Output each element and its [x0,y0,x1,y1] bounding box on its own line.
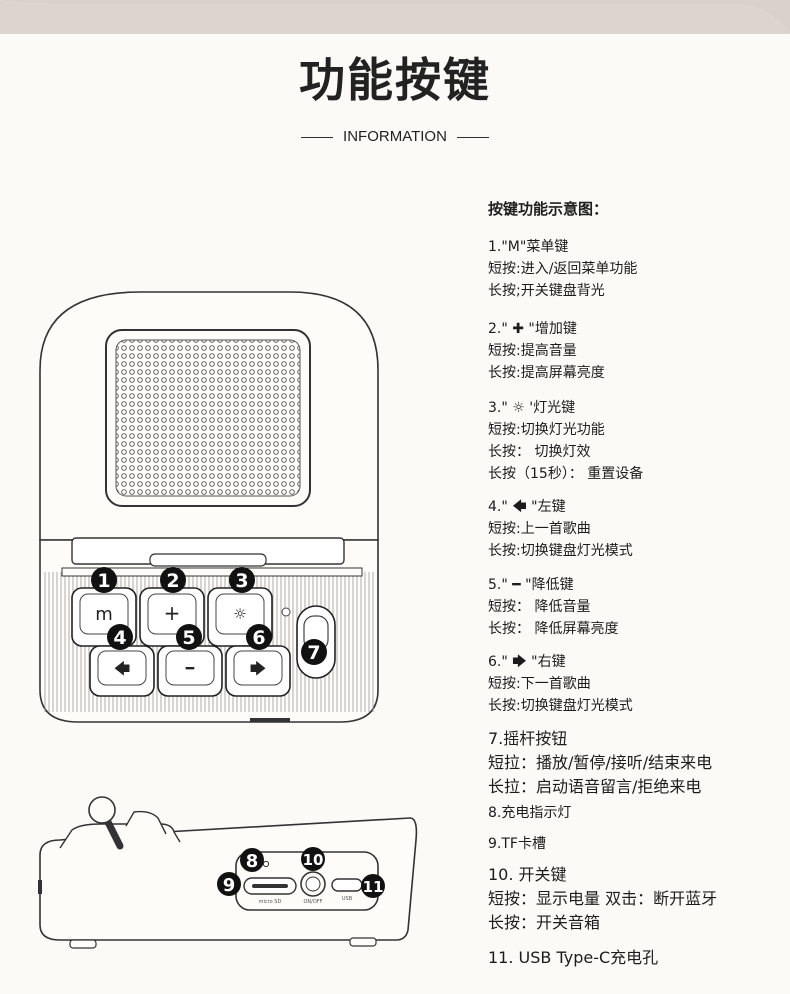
legend-5-line-1: 5." ━ "降低键 [488,577,574,593]
legend-item-9: 9.TF卡槽 [488,833,788,855]
legend-6-line-3: 长按:切换键盘灯光模式 [488,698,633,714]
key-5-symbol: ━ [185,661,195,677]
legend-item-5: 5." ━ "降低键 短按： 降低音量 长按： 降低屏幕亮度 [488,574,788,640]
indicator-dot [281,607,291,617]
legend-7-line-1: 7.摇杆按钮 [488,729,568,748]
marker-8: 8 [240,848,264,872]
device-illustration: m + ☼ 🡄 ━ 🡆 [38,291,418,949]
usb-port-label: USB [342,896,353,902]
page-subtitle: INFORMATION [0,128,790,145]
legend-10-line-3: 长按：开关音箱 [488,913,601,932]
subtitle-text: INFORMATION [343,128,447,145]
top-banner-background [0,0,790,34]
legend-7-line-3: 长拉：启动语音留言/拒绝来电 [488,777,702,796]
legend-10-line-2: 短按：显示电量 双击：断开蓝牙 [488,889,718,908]
legend-item-6: 6." 🡆 "右键 短按:下一首歌曲 长按:切换键盘灯光模式 [488,651,788,717]
legend-5-line-2: 短按： 降低音量 [488,599,591,615]
key-5-minus: ━ [157,645,223,697]
svg-text:11: 11 [363,878,384,896]
svg-text:4: 4 [113,627,126,649]
power-port-label: ON/OFF [303,899,322,905]
subtitle-left-rule [301,136,334,138]
key-4-left: 🡄 [89,645,155,697]
svg-text:7: 7 [307,642,320,664]
legend-11-line-1: 11. USB Type-C充电孔 [488,948,659,967]
legend-item-7: 7.摇杆按钮 短拉：播放/暂停/接听/结束来电 长拉：启动语音留言/拒绝来电 [488,727,788,799]
svg-text:2: 2 [166,570,179,592]
device-side-view: micro SD ON/OFF USB [38,796,418,949]
legend-1-line-3: 长按;开关键盘背光 [488,283,605,299]
legend-item-3: 3." ☼ '灯光键 短按:切换灯光功能 长按： 切换灯效 长按（15秒）： 重… [488,397,788,485]
legend-4-line-2: 短按:上一首歌曲 [488,521,591,537]
legend-item-4: 4." 🡄 "左键 短按:上一首歌曲 长按:切换键盘灯光模式 [488,496,788,562]
legend-2-line-3: 长按:提高屏幕亮度 [488,365,605,381]
key-2-symbol: + [164,601,181,625]
legend-3-line-2: 短按:切换灯光功能 [488,422,605,438]
legend-2-line-2: 短按:提高音量 [488,343,577,359]
legend-item-11: 11. USB Type-C充电孔 [488,946,788,970]
key-1-symbol: m [95,604,113,625]
legend-6-line-1: 6." 🡆 "右键 [488,654,566,670]
legend-9-line-1: 9.TF卡槽 [488,836,546,852]
marker-10: 10 [301,847,325,871]
svg-text:9: 9 [223,875,236,896]
svg-text:5: 5 [182,627,195,649]
legend-item-2: 2." ✚ "增加键 短按:提高音量 长按:提高屏幕亮度 [488,318,788,384]
page-title: 功能按键 [299,53,491,107]
legend-4-line-3: 长按:切换键盘灯光模式 [488,543,633,559]
legend-item-1: 1."M"菜单键 短按:进入/返回菜单功能 长按;开关键盘背光 [488,236,788,302]
legend-7-line-2: 短拉：播放/暂停/接听/结束来电 [488,753,713,772]
marker-1: 1 [91,567,117,593]
legend-5-line-3: 长按： 降低屏幕亮度 [488,621,619,637]
marker-2: 2 [160,567,186,593]
marker-5: 5 [176,624,202,650]
marker-6: 6 [246,624,272,650]
subtitle-right-rule [456,136,489,138]
callout-markers: 1 2 3 4 5 6 7 8 9 10 11 [91,567,385,898]
marker-9: 9 [217,872,241,896]
key-3-symbol: ☼ [233,605,246,623]
svg-text:1: 1 [97,570,110,592]
key-6-symbol: 🡆 [250,659,267,678]
legend-3-line-3: 长按： 切换灯效 [488,444,591,460]
legend-8-line-1: 8.充电指示灯 [488,805,572,821]
marker-11: 11 [361,874,385,898]
key-6-right: 🡆 [225,645,291,697]
legend-1-line-2: 短按:进入/返回菜单功能 [488,261,638,277]
svg-text:10: 10 [303,851,324,869]
svg-text:8: 8 [246,851,259,872]
key-4-symbol: 🡄 [114,659,131,678]
legend-heading: 按键功能示意图： [488,200,609,218]
legend-item-10: 10. 开关键 短按：显示电量 双击：断开蓝牙 长按：开关音箱 [488,863,788,935]
legend-6-line-2: 短按:下一首歌曲 [488,676,591,692]
legend-4-line-1: 4." 🡄 "左键 [488,499,566,515]
legend-3-line-4: 长按（15秒）： 重置设备 [488,466,644,482]
legend-1-line-1: 1."M"菜单键 [488,239,569,255]
svg-text:3: 3 [235,570,248,592]
top-banner-curve [0,0,790,34]
marker-7: 7 [301,639,327,665]
legend-10-line-1: 10. 开关键 [488,865,567,884]
marker-3: 3 [229,567,255,593]
legend-item-8: 8.充电指示灯 [488,802,788,824]
tf-port-label: micro SD [259,899,282,905]
device-front-view: m + ☼ 🡄 ━ 🡆 [39,291,379,723]
svg-text:6: 6 [252,627,265,649]
legend-3-line-1: 3." ☼ '灯光键 [488,400,576,416]
legend-2-line-1: 2." ✚ "增加键 [488,321,577,337]
marker-4: 4 [107,624,133,650]
